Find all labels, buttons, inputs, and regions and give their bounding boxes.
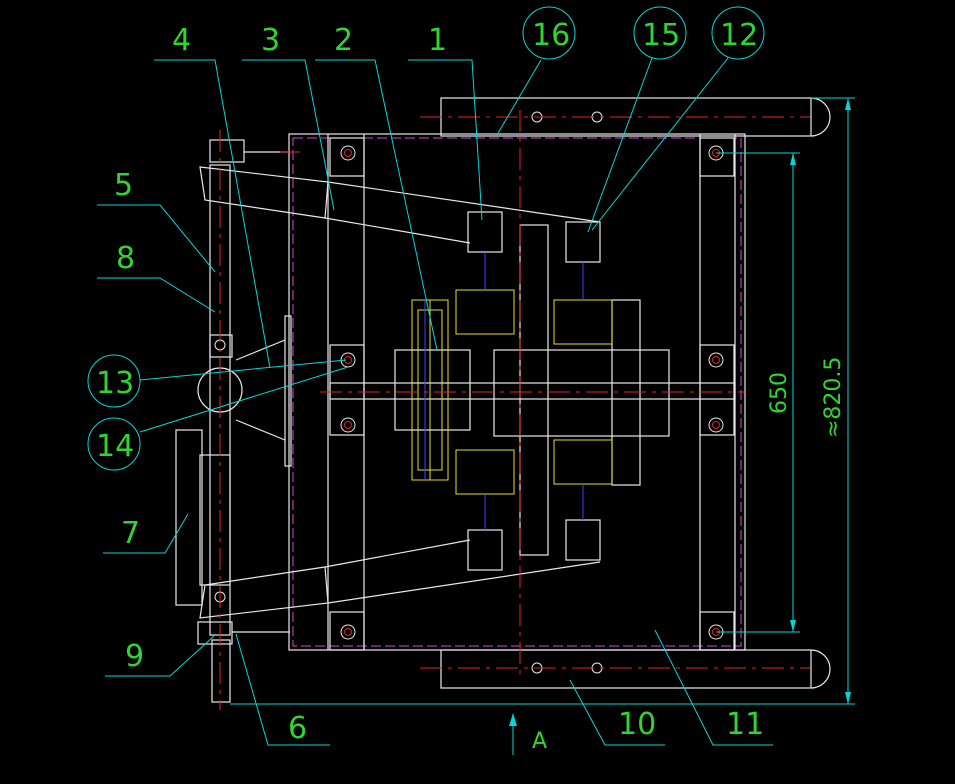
label-3: 3 bbox=[261, 23, 280, 58]
upper-arm bbox=[199, 166, 601, 244]
dimension-820 bbox=[230, 97, 855, 705]
central-shaft bbox=[329, 224, 736, 556]
balloon-circles bbox=[87, 6, 765, 471]
left-link bbox=[175, 139, 290, 703]
label-10: 10 bbox=[618, 707, 656, 742]
label-6: 6 bbox=[288, 711, 307, 746]
balloon-12: 12 bbox=[720, 18, 758, 53]
spring-assemblies bbox=[455, 211, 613, 571]
bolts bbox=[214, 111, 724, 674]
label-7: 7 bbox=[121, 516, 140, 551]
label-5: 5 bbox=[114, 168, 133, 203]
view-label-a: A bbox=[532, 729, 547, 754]
bottom-rail bbox=[440, 649, 831, 689]
label-11: 11 bbox=[726, 707, 764, 742]
balloon-13: 13 bbox=[96, 366, 134, 401]
dimension-820-text: ≈820.5 bbox=[821, 357, 846, 438]
label-8: 8 bbox=[116, 241, 135, 276]
view-arrow-a bbox=[509, 713, 517, 755]
center-lines bbox=[219, 110, 810, 710]
balloon-14: 14 bbox=[96, 429, 134, 464]
bolt-plates bbox=[329, 137, 735, 651]
dimension-650-text: 650 bbox=[767, 372, 792, 414]
balloon-16: 16 bbox=[532, 18, 570, 53]
left-plate bbox=[235, 315, 292, 467]
label-2: 2 bbox=[334, 23, 353, 58]
leader-lines bbox=[97, 57, 773, 746]
balloon-15: 15 bbox=[642, 18, 680, 53]
dimension-650 bbox=[716, 152, 800, 633]
label-9: 9 bbox=[125, 639, 144, 674]
label-4: 4 bbox=[172, 23, 191, 58]
label-1: 1 bbox=[428, 23, 447, 58]
lower-arm bbox=[199, 539, 601, 619]
